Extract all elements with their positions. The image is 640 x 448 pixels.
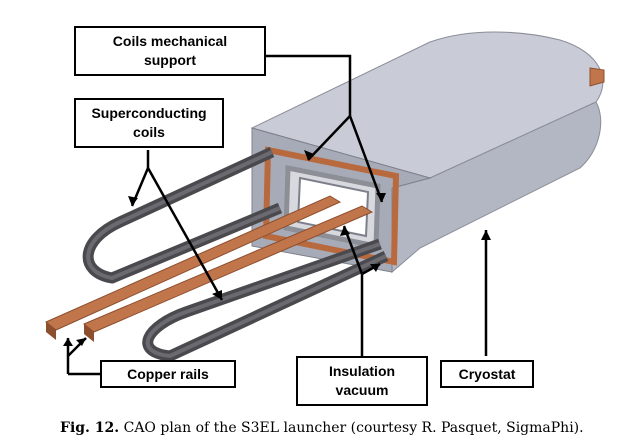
label-superconducting-coils: Superconducting coils — [74, 98, 224, 148]
support-frame-outer — [262, 146, 400, 266]
figure-caption-text: CAO plan of the S3EL launcher (courtesy … — [123, 420, 584, 436]
cryostat-top — [250, 31, 604, 179]
label-cryostat: Cryostat — [440, 360, 534, 388]
figure-number: Fig. 12. — [60, 420, 120, 436]
copper-rail-right-side — [84, 324, 94, 342]
superconducting-coils — [82, 147, 389, 362]
figure-caption: Fig. 12. CAO plan of the S3EL launcher (… — [60, 420, 620, 436]
label-coils-mechanical-support: Coils mechanical support — [74, 26, 266, 76]
coil-lower-face — [145, 242, 387, 359]
cryostat-side — [391, 101, 602, 274]
copper-rail-left-side — [46, 322, 56, 340]
arrowheads — [63, 150, 491, 346]
copper-rails — [45, 195, 374, 342]
label-insulation-vacuum: Insulation vacuum — [296, 356, 428, 406]
coil-support-frames — [262, 146, 400, 266]
label-copper-rails: Copper rails — [100, 360, 236, 388]
rail-back-end — [589, 67, 605, 87]
coil-upper-face — [86, 150, 281, 281]
